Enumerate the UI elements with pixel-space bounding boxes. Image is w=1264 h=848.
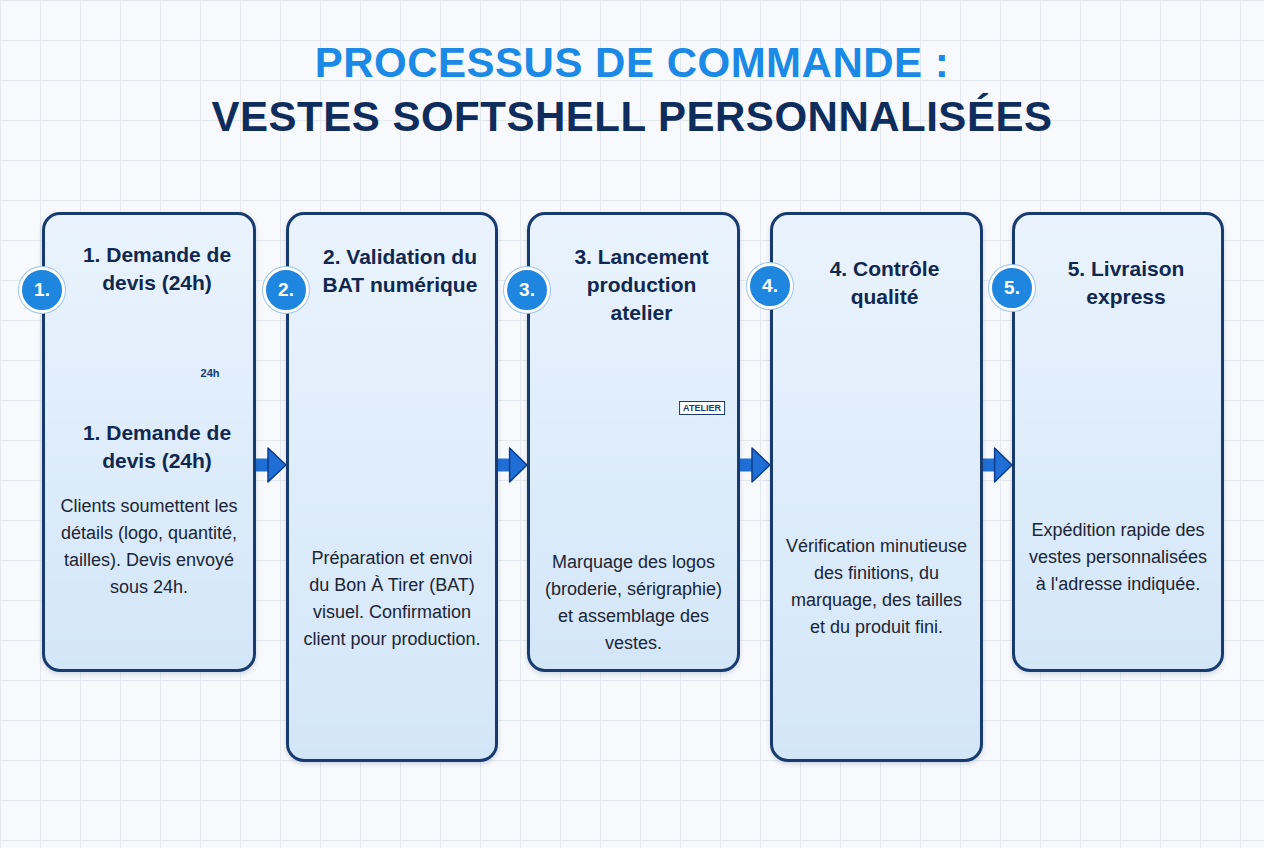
title-line: PROCESSUS DE COMMANDE : <box>0 36 1264 90</box>
step-body: Expédition rapide des vestes personnalis… <box>1027 517 1209 598</box>
flow-arrow <box>740 448 770 482</box>
step-heading: 3. Lancement production atelier <box>556 243 727 327</box>
process-box: 4. Contrôle qualitéVérification minutieu… <box>770 212 983 762</box>
step-body: Marquage des logos (broderie, sérigraphi… <box>542 549 725 657</box>
title: PROCESSUS DE COMMANDE : VESTES SOFTSHELL… <box>0 36 1264 144</box>
process-box: 5. Livraison expressExpédition rapide de… <box>1012 212 1224 672</box>
process-box: 3. Lancement production atelierMarquage … <box>527 212 740 672</box>
title-line: VESTES SOFTSHELL PERSONNALISÉES <box>0 90 1264 144</box>
step-number: 2. <box>263 267 309 313</box>
process-box: 2. Validation du BAT numériquePréparatio… <box>286 212 498 762</box>
step-number: 5. <box>989 265 1035 311</box>
step-body: Vérification minutieuse des finitions, d… <box>785 533 968 641</box>
arrow-head <box>510 448 527 482</box>
arrow-shaft <box>256 459 268 472</box>
arrow-head <box>995 448 1012 482</box>
step-body: Clients soumettent les détails (logo, qu… <box>57 493 241 601</box>
step-heading: 4. Contrôle qualité <box>799 255 970 311</box>
step-body: Préparation et envoi du Bon À Tirer (BAT… <box>301 545 483 653</box>
step-heading: 2. Validation du BAT numérique <box>315 243 485 299</box>
arrow-shaft <box>983 459 995 472</box>
flow-arrow <box>256 448 286 482</box>
process-box: 1. Demande de devis (24h) 1. Demande de d… <box>42 212 256 672</box>
step-number: 3. <box>504 267 550 313</box>
flow-arrow <box>498 448 527 482</box>
arrow-shaft <box>740 459 752 472</box>
flow-arrow <box>983 448 1012 482</box>
arrow-head <box>268 448 286 482</box>
icon-text: 24h <box>201 367 220 379</box>
step-heading: 1. Demande de devis (24h) <box>71 241 243 297</box>
step-number: 1. <box>19 267 65 313</box>
step-heading: 5. Livraison express <box>1041 255 1211 311</box>
arrow-shaft <box>498 459 510 472</box>
step-number: 4. <box>747 263 793 309</box>
arrow-head <box>752 448 770 482</box>
step-heading: 1. Demande de devis (24h) <box>71 419 243 475</box>
icon-tag: ATELIER <box>679 401 725 415</box>
